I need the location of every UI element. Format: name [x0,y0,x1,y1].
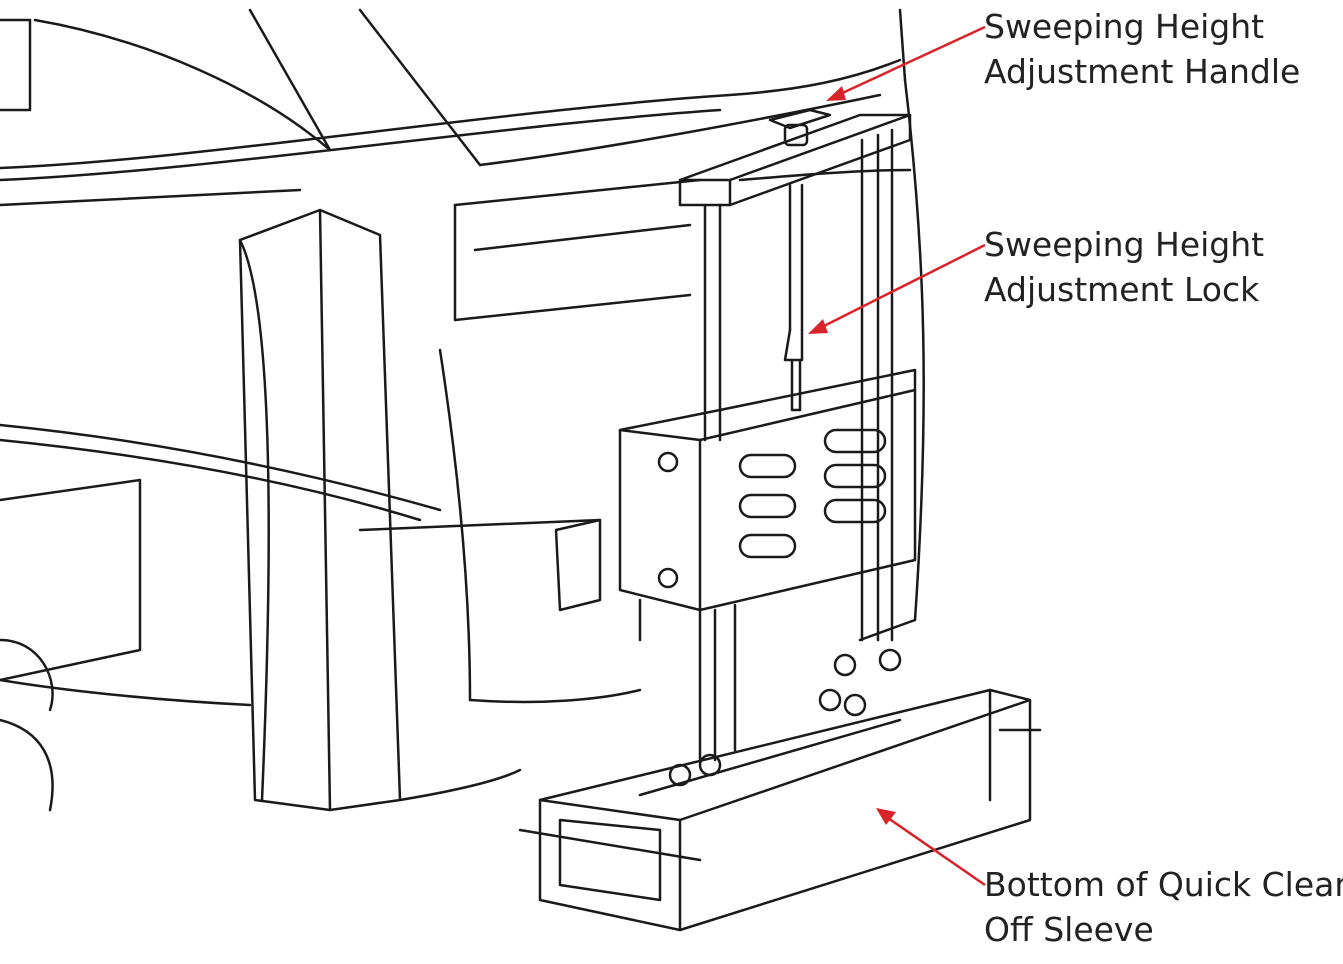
leader-line-sleeve [887,816,986,887]
leader-line-handle [837,25,986,97]
arrowhead-handle [826,86,846,101]
callout-line: Sweeping Height [984,225,1265,264]
callout-line: Bottom of Quick Clean [984,865,1343,904]
callout-bottom-of-quick-clean-off-sleeve: Bottom of Quick Clean Off Sleeve [984,862,1343,952]
callout-line: Off Sleeve [984,910,1154,949]
leader-lines [808,25,986,887]
callout-sweeping-height-adjustment-handle: Sweeping Height Adjustment Handle [984,4,1300,94]
callout-sweeping-height-adjustment-lock: Sweeping Height Adjustment Lock [984,222,1264,312]
callout-line: Sweeping Height [984,7,1265,46]
machine-body [0,8,925,812]
callout-line: Adjustment Lock [984,270,1260,309]
arrowhead-lock [808,319,828,334]
leader-line-lock [819,243,986,330]
callout-line: Adjustment Handle [984,52,1301,91]
sweeping-height-assembly [518,108,1042,932]
arrowhead-sleeve [876,808,896,825]
